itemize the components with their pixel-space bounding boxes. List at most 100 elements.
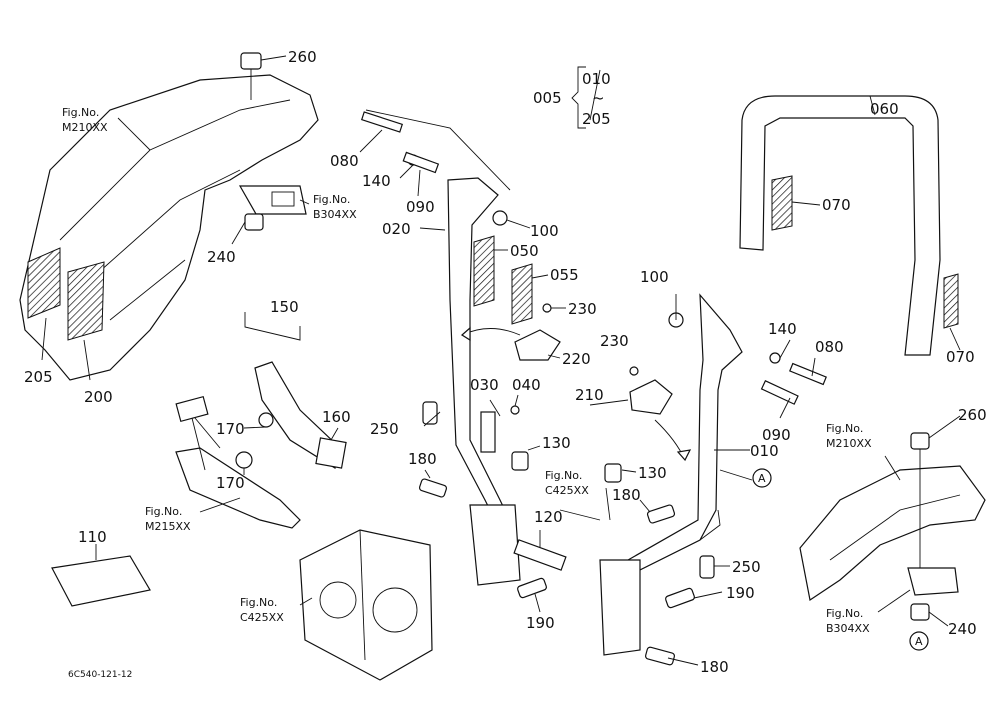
- callout-130-right: 130: [638, 464, 667, 482]
- callout-205: 205: [24, 368, 53, 386]
- assembly-label: 005: [533, 89, 562, 107]
- bolt-190-left: [517, 577, 547, 599]
- fig-ref-m215: M215XX: [145, 520, 191, 533]
- callout-260-left: 260: [288, 48, 317, 66]
- rops-post-right: [599, 293, 743, 656]
- callout-090-left: 090: [406, 198, 435, 216]
- callout-230-top: 230: [568, 300, 597, 318]
- callout-260-right: 260: [958, 406, 987, 424]
- bracket-b304-top: [238, 185, 307, 215]
- callout-030: 030: [470, 376, 499, 394]
- callout-080-left: 080: [330, 152, 359, 170]
- assembly-range-start: 010: [582, 70, 611, 88]
- leader-lines: [41, 55, 961, 666]
- callout-180-left: 180: [408, 450, 437, 468]
- callout-055: 055: [550, 266, 579, 284]
- decal-200: [67, 261, 105, 341]
- callout-230-mid: 230: [600, 332, 629, 350]
- decal-070-top: [771, 175, 793, 231]
- fig-ref-b304-right: B304XX: [826, 622, 870, 635]
- fig-ref-c425-mid: C425XX: [545, 484, 589, 497]
- callout-180-bottom: 180: [700, 658, 729, 676]
- bolt-180-left: [418, 478, 448, 498]
- callout-020: 020: [382, 220, 411, 238]
- fig-ref-c425-left: C425XX: [240, 611, 284, 624]
- callout-050: 050: [510, 242, 539, 260]
- fig-label-b304-right: Fig.No.: [826, 607, 863, 620]
- fig-label-c425-left: Fig.No.: [240, 596, 277, 609]
- callout-200: 200: [84, 388, 113, 406]
- bracket-b304-right: [907, 567, 959, 596]
- fig-ref-m210-right: M210XX: [826, 437, 872, 450]
- callout-240-right: 240: [948, 620, 977, 638]
- transmission-case: [299, 529, 433, 681]
- callout-070-top: 070: [822, 196, 851, 214]
- callout-170-top: 170: [216, 420, 245, 438]
- nut-240-left: [244, 213, 264, 231]
- bumper-210: [629, 379, 673, 415]
- bolt-180-mid: [646, 504, 676, 524]
- nut-260-left: [240, 52, 262, 100]
- marker-a-upper: A: [752, 468, 772, 488]
- bolt-090-right: [760, 379, 799, 405]
- decal-070-right: [943, 273, 959, 329]
- marker-a-lower: A: [909, 631, 929, 651]
- callout-250-left: 250: [370, 420, 399, 438]
- callout-150: 150: [270, 298, 299, 316]
- fig-label-m210-left: Fig.No.: [62, 106, 99, 119]
- bolt-080-right: [789, 362, 827, 386]
- fig-label-m210-right: Fig.No.: [826, 422, 863, 435]
- plate-120: [513, 539, 567, 571]
- clip-230-top: [542, 303, 552, 313]
- callout-090-right: 090: [762, 426, 791, 444]
- fig-ref-b304-top: B304XX: [313, 208, 357, 221]
- nut-100-left: [492, 210, 508, 226]
- marker-a-upper-label: A: [758, 472, 766, 485]
- assembly-range-brace: [571, 66, 586, 129]
- fig-label-b304-top: Fig.No.: [313, 193, 350, 206]
- callout-130-left: 130: [542, 434, 571, 452]
- diagram-code: 6C540-121-12: [68, 670, 132, 680]
- bolt-090-left: [402, 151, 440, 174]
- manual-110: [51, 555, 151, 607]
- bolt-190-right: [665, 587, 695, 609]
- callout-160: 160: [322, 408, 351, 426]
- rops-post-left: [365, 109, 521, 586]
- decal-205: [27, 247, 61, 319]
- pin-040: [510, 405, 520, 415]
- washer-140-right: [769, 352, 781, 364]
- callout-110: 110: [78, 528, 107, 546]
- plate-030: [480, 411, 496, 453]
- callout-190-left: 190: [526, 614, 555, 632]
- callout-080-right: 080: [815, 338, 844, 356]
- knob-130-right: [604, 463, 622, 483]
- assembly-range-tilde: ~: [592, 89, 605, 107]
- assembly-arrow-left: [461, 328, 521, 336]
- seat-belt-assembly: [175, 361, 347, 529]
- assembly-range-end: 205: [582, 110, 611, 128]
- bolt-250-left: [422, 401, 438, 425]
- fig-label-m215: Fig.No.: [145, 505, 182, 518]
- decal-055: [511, 263, 533, 325]
- rops-top-frame: [739, 95, 941, 356]
- callout-100-left: 100: [530, 222, 559, 240]
- callout-040: 040: [512, 376, 541, 394]
- fig-ref-m210-left: M210XX: [62, 121, 108, 134]
- bolt-250-right: [699, 555, 715, 579]
- callout-120: 120: [534, 508, 563, 526]
- bolt-180-bottom: [644, 646, 676, 666]
- callout-100-right: 100: [640, 268, 669, 286]
- callout-170-bottom: 170: [216, 474, 245, 492]
- callout-140-right: 140: [768, 320, 797, 338]
- callout-220: 220: [562, 350, 591, 368]
- bumper-220: [514, 329, 561, 361]
- bolt-080-left: [360, 111, 404, 133]
- marker-a-lower-label: A: [915, 635, 923, 648]
- right-fender: [799, 465, 986, 602]
- knob-130-left: [511, 451, 529, 471]
- nut-240-right: [910, 603, 930, 621]
- decal-050: [473, 235, 495, 307]
- callout-010: 010: [750, 442, 779, 460]
- callout-070-right: 070: [946, 348, 975, 366]
- fig-label-c425-mid: Fig.No.: [545, 469, 582, 482]
